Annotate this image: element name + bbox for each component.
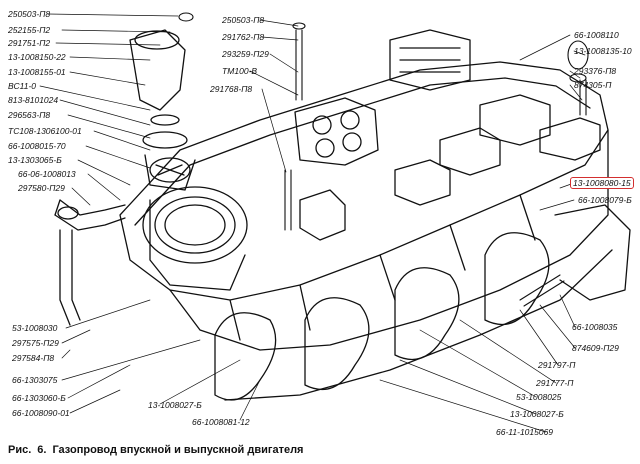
part-label: 813-8101024 [8, 95, 59, 105]
carburetor-flange [294, 97, 379, 166]
part-label: 66-1008035 [572, 322, 618, 332]
part-label: 13-1008155-01 [8, 67, 66, 77]
part-label: ВС11-0 [8, 81, 37, 91]
part-label: 66-1303060-Б [12, 393, 66, 403]
part-label: 296563-П8 [8, 110, 51, 120]
caption-prefix: Рис. [8, 444, 32, 456]
part-label: 66-1008015-70 [8, 141, 66, 151]
bypass-hose [54, 199, 126, 326]
coolant-port [142, 186, 248, 291]
part-label: 13-1008027-Б [148, 400, 202, 410]
part-label: 66-1008079-Б [578, 195, 632, 205]
part-label: 291777-П [536, 378, 574, 388]
figure-caption: Рис. 6. Газопровод впускной и выпускной дв… [8, 444, 309, 456]
part-label: 297575-П29 [12, 338, 59, 348]
part-label: 874609-П29 [572, 343, 619, 353]
part-label: 297580-П29 [18, 183, 65, 193]
caption-text: Газопровод впускной и выпускной двигател… [52, 444, 304, 456]
part-label: 66-1008110 [574, 30, 619, 40]
part-label: 291768-П8 [210, 84, 253, 94]
part-label: 66-1008081-12 [192, 417, 250, 427]
part-label: 291762-П8 [222, 32, 265, 42]
part-label: 66-1303075 [12, 375, 58, 385]
part-label: 13-1008135-10 [574, 46, 632, 56]
part-label: 250503-П8 [222, 15, 265, 25]
part-label: 66-06-1008013 [18, 169, 76, 179]
part-label: 250503-П8 [8, 9, 51, 19]
thermostat-stack [129, 29, 196, 191]
leader-lines [39, 13, 586, 433]
part-label: 13-1008150-22 [8, 52, 66, 62]
part-label: 13-1303065-Б [8, 155, 62, 165]
part-label: 293376-П8 [574, 66, 617, 76]
part-label: 66-1008090-01 [12, 408, 70, 418]
part-label: 291751-П2 [8, 38, 51, 48]
part-label: 291797-П [538, 360, 576, 370]
part-label: ТС108-1306100-01 [8, 126, 82, 136]
part-label: 53-1008025 [516, 392, 562, 402]
part-label: 66-11-1015069 [496, 427, 554, 437]
part-label: 293259-П29 [222, 49, 269, 59]
studs [178, 12, 589, 307]
exhaust-manifold [214, 204, 631, 401]
intake-manifold-body [119, 29, 609, 351]
part-label: ТМ100-В [222, 66, 258, 76]
part-label: 13-1008027-Б [510, 409, 564, 419]
caption-number: 6. [37, 444, 47, 456]
part-label: 53-1008030 [12, 323, 58, 333]
part-label: 252155-П2 [8, 25, 51, 35]
part-label: 297584-П8 [12, 353, 55, 363]
highlighted-part-label: 13-1008080-15 [570, 177, 634, 189]
part-label: 874305-П [574, 80, 612, 90]
